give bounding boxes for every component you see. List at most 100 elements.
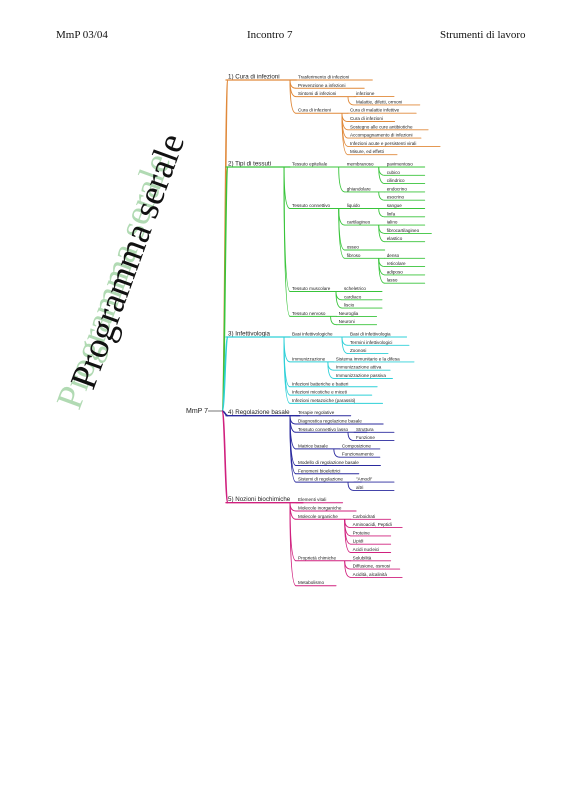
- connector-cura-di-infezioni: [341, 113, 348, 122]
- branch-curve-3-infettivologia: [221, 336, 229, 412]
- connector-neuroni: [330, 316, 337, 326]
- node-label-liscio: liscio: [344, 303, 355, 308]
- node-label-carboidrati: Carboidrati: [353, 514, 375, 519]
- node-label-cura-di-infezioni: Cura di infezioni: [350, 116, 383, 121]
- node-label-diagnostica-regolazione-basale: Diagnostica regolazione basale: [298, 419, 362, 424]
- node-label-altri: altri: [356, 485, 363, 490]
- node-label-molecole-organiche: Molecole organiche: [298, 514, 338, 519]
- connector-linfa: [378, 208, 385, 218]
- node-label-matrice-basale: Matrice basale: [298, 443, 328, 448]
- node-label-zoonosi: Zoonosi: [350, 348, 366, 353]
- node-label-terapie-regolative: Terapie regolative: [298, 410, 335, 415]
- connector-fibrocartilagineo: [378, 225, 385, 234]
- node-label-denso: denso: [387, 253, 400, 258]
- node-label-sangue: sangue: [387, 203, 403, 208]
- connector-altri: [347, 482, 355, 491]
- root-label: MmP 7: [186, 408, 208, 415]
- header-left: MmP 03/04: [56, 29, 108, 41]
- node-label-basi-infettivologiche: Basi infettivologiche: [292, 332, 333, 337]
- connector-fibroso: [338, 208, 345, 259]
- node-label-funzionamento: Funzionamento: [342, 452, 374, 457]
- connector-termini-infettivologici: [341, 336, 349, 346]
- connector-tessuto-connettivo: [283, 166, 291, 209]
- node-label-sistema-immunitario-e-la-difesa: Sistema immunitario e la difesa: [336, 356, 400, 361]
- node-label-ghiandolare: ghiandolare: [347, 186, 371, 191]
- node-label-diffusione-osmosi: Diffusione, osmosi: [353, 564, 390, 569]
- branch-label-3-infettivologia: 3) Infettivologia: [228, 331, 271, 338]
- node-label-infezioni-micotiche-e-miceti: Infezioni micotiche e miceti: [292, 390, 347, 395]
- node-label-cura-di-malattie-infettive: Cura di malattie infettive: [350, 108, 400, 113]
- connector-elastico: [378, 225, 385, 243]
- connector-cilindrico: [378, 166, 385, 185]
- node-label-sistemi-di-regolazione: Sistemi di regolazione: [298, 477, 343, 482]
- connector-diffusione-osmosi: [344, 560, 351, 570]
- node-label-modello-di-regolazione-basale: Modello di regolazione basale: [298, 460, 359, 465]
- node-label-cubico: cubico: [387, 170, 401, 175]
- node-label-solubilita: Solubilità: [353, 555, 372, 560]
- node-label-adiposo: adiposo: [387, 269, 404, 274]
- connector-infezioni-metazoiche-parassiti: [283, 336, 291, 404]
- branch-label-4-regolazione-basale: 4) Regolazione basale: [228, 409, 290, 416]
- node-label-lipidi: Lipidi: [353, 539, 364, 544]
- connector-cubico: [378, 166, 385, 176]
- branch-label-2-tipi-di-tessuti: 2) Tipi di tessuti: [228, 161, 271, 168]
- node-label-tessuto-epiteliale: Tessuto epiteliale: [292, 162, 328, 167]
- node-label-fibrocartilagineo: fibrocartilagineo: [387, 228, 420, 233]
- node-label-malattie-difetti-ormoni: Malattie, difetti, ormoni: [356, 99, 402, 104]
- node-label-fibroso: fibroso: [347, 253, 361, 258]
- connector-immunizzazione: [283, 336, 291, 363]
- node-label-endocrino: endocrino: [387, 186, 408, 191]
- node-label-tessuto-muscolare: Tessuto muscolare: [292, 286, 331, 291]
- node-label-proteine: Proteine: [353, 530, 371, 535]
- connector-diagnostica-regolazione-basale: [289, 415, 297, 425]
- node-label-sintomi-di-infezioni: Sintomi di infezioni: [298, 91, 336, 96]
- node-label-composizione: Composizione: [342, 443, 372, 448]
- node-label-infezione: infezione: [356, 91, 375, 96]
- node-label-infezioni-batteriche-e-batteri: Infezioni batteriche e batteri: [292, 381, 348, 386]
- connector-immunizzazione-passiva: [327, 361, 334, 379]
- node-label-trasferimento-di-infezioni: Trasferimento di infezioni: [298, 75, 349, 80]
- node-label-metabolismo: Metabolismo: [298, 580, 324, 585]
- branch-label-1-cura-di-infezioni: 1) Cura di infezioni: [228, 74, 280, 81]
- node-label-cura-di-infezioni: Cura di infezioni: [298, 108, 331, 113]
- node-label-scheletrico: scheletrico: [344, 286, 366, 291]
- node-label-misure-ed-effetti: Misure, ed effetti: [350, 149, 384, 154]
- node-label-neuroni: Neuroni: [339, 319, 355, 324]
- connector-cura-di-infezioni: [289, 79, 297, 114]
- node-label-reticolare: reticolare: [387, 261, 406, 266]
- connector-misure-ed-effetti: [341, 113, 349, 156]
- branch-curve-5-nozioni-biochimiche: [221, 410, 229, 504]
- node-label-osseo: osseo: [347, 245, 360, 250]
- node-label-immunizzazione-passiva: Immunizzazione passiva: [336, 373, 386, 378]
- connector-esocrino: [378, 191, 385, 201]
- header-center: Incontro 7: [247, 29, 293, 41]
- node-label-accompagnamento-di-infezioni: Accompagnamento di infezioni: [350, 133, 413, 138]
- node-label-immunizzazione: Immunizzazione: [292, 356, 326, 361]
- node-label-struttura: Struttura: [356, 427, 374, 432]
- node-label-liquido: liquido: [347, 203, 361, 208]
- node-label-tessuto-connettivo-lasso: Tessuto connettivo lasso: [298, 427, 348, 432]
- node-label-lasso: lasso: [387, 278, 398, 283]
- node-label-infezioni-metazoiche-parassiti: Infezioni metazoiche (parassiti): [292, 398, 356, 403]
- node-label-ialino: ialino: [387, 220, 398, 225]
- node-label-termini-infettivologici: Termini infettivologici: [350, 340, 392, 345]
- node-label-proprieta-chimiche: Proprietà chimiche: [298, 555, 336, 560]
- node-label-funzione: Funzione: [356, 435, 375, 440]
- connector-prevenzione-a-infezioni: [289, 79, 297, 89]
- connector-molecole-inorganiche: [289, 502, 297, 512]
- node-label-aminoacidi-peptidi: Aminoacidi, Peptidi: [353, 522, 392, 527]
- node-label-elementi-vitali: Elementi vitali: [298, 497, 326, 502]
- connector-tessuto-nervoso: [283, 166, 291, 317]
- node-label-amodi: "Amodi": [356, 477, 373, 482]
- node-label-sostegno-alle-cure-antibiotiche: Sostegno alle cure antibiotiche: [350, 124, 413, 129]
- connector-lasso: [378, 258, 385, 284]
- connector-liscio: [335, 291, 343, 309]
- node-label-cartilagineo: cartilagineo: [347, 220, 371, 225]
- connector-funzionamento: [333, 448, 340, 458]
- connector-cardiaco: [335, 291, 343, 301]
- node-label-cardiaco: cardiaco: [344, 294, 362, 299]
- node-label-molecole-inorganiche: Molecole inorganiche: [298, 506, 342, 511]
- connector-ghiandolare: [338, 166, 345, 193]
- node-label-acidi-nucleici: Acidi nucleici: [353, 547, 380, 552]
